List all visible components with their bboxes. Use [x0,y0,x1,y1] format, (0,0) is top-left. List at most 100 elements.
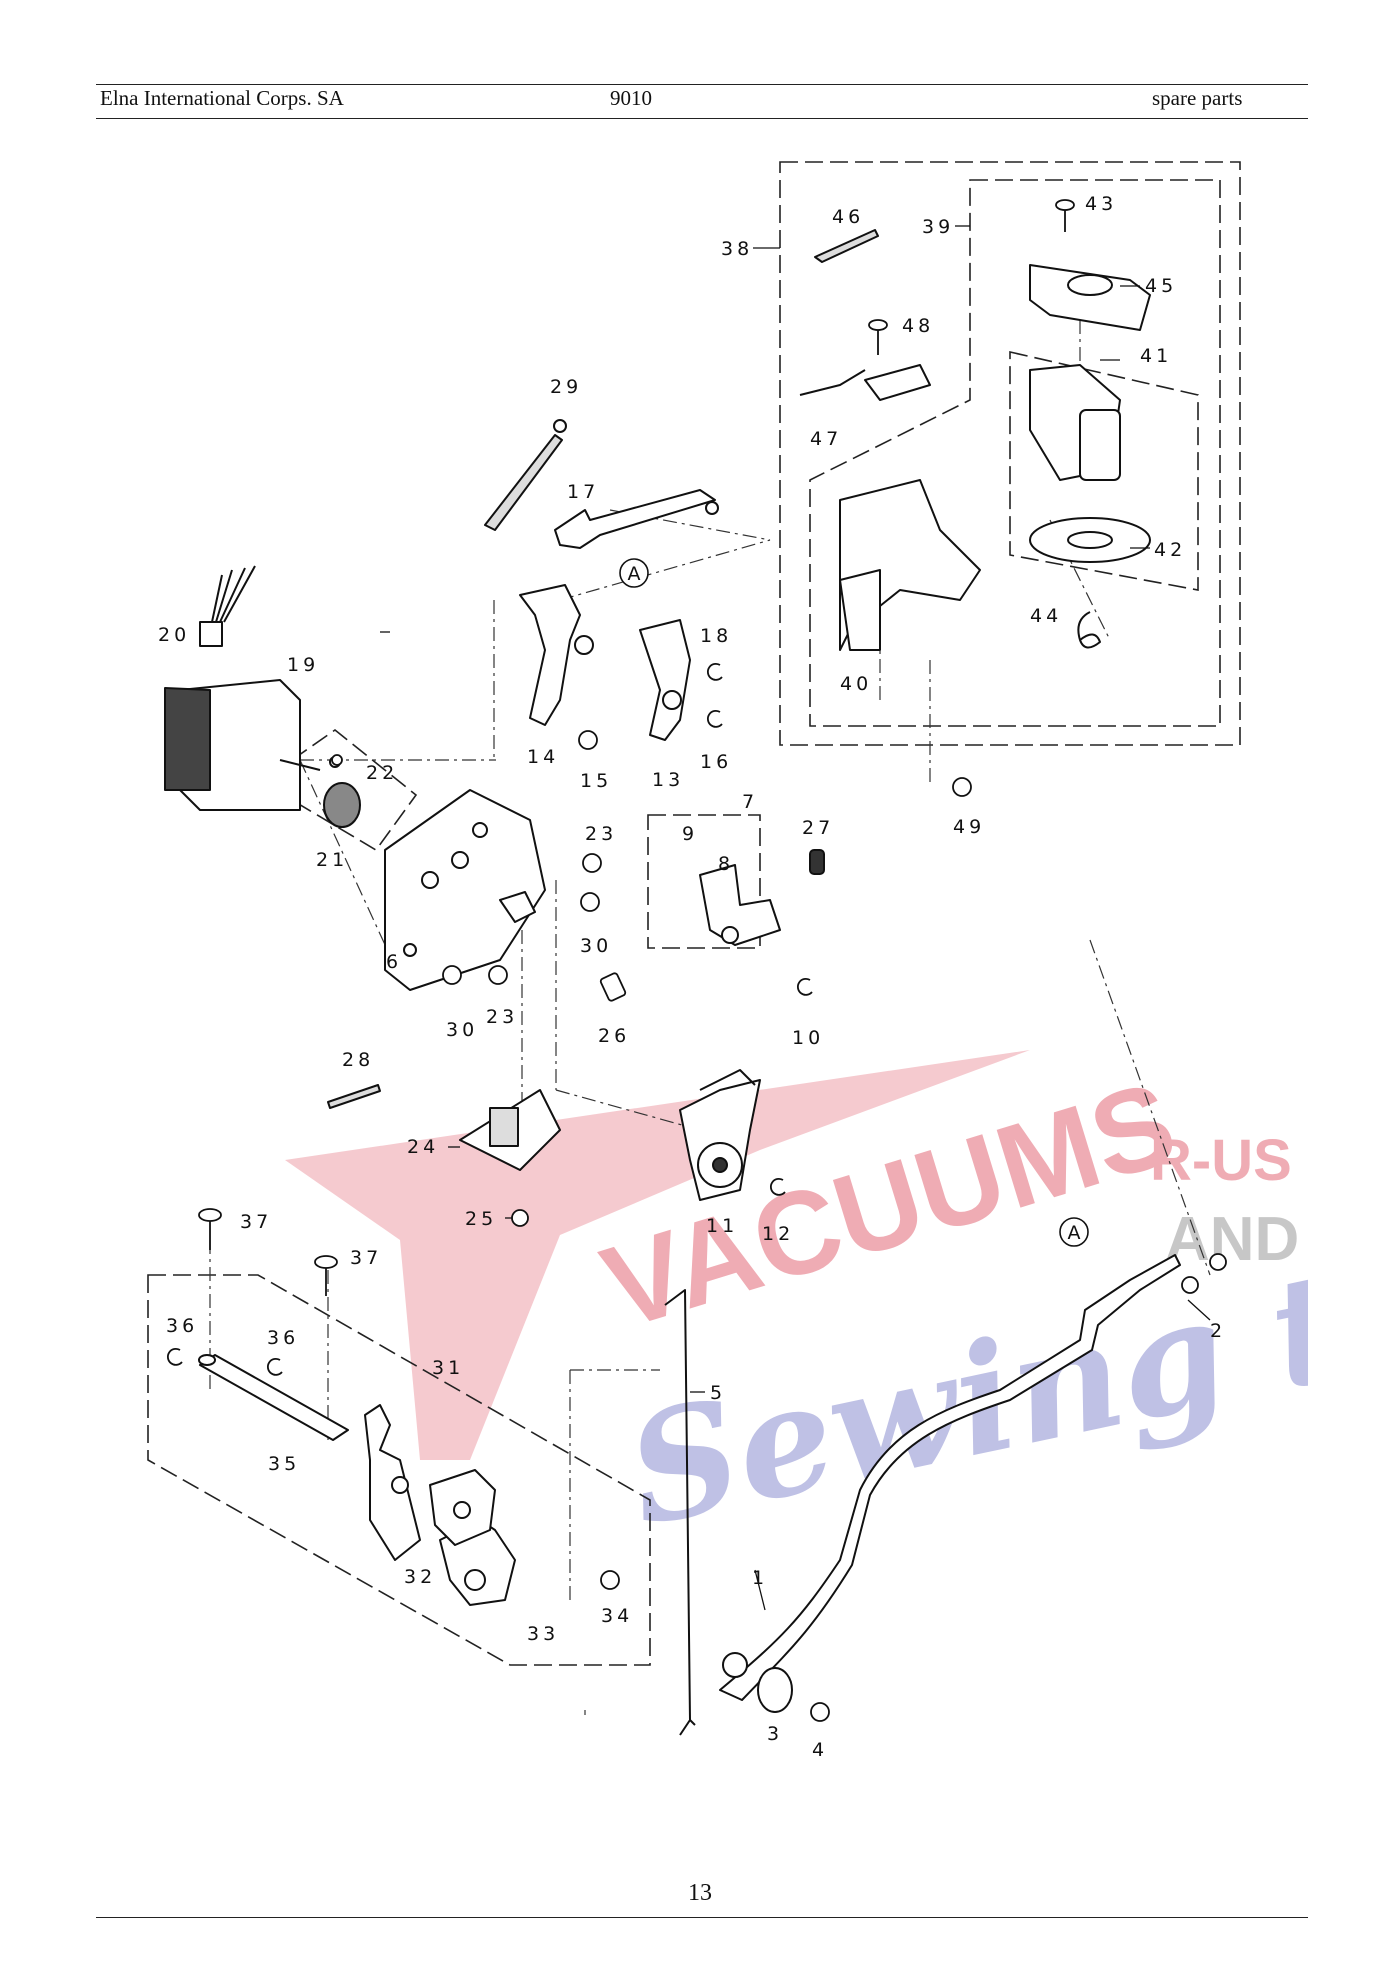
holder-41 [1029,364,1121,481]
part-label-37a: 37 [240,1211,272,1233]
svg-text:A: A [628,563,641,585]
header-bottom-rule [96,118,1308,119]
nut-26 [599,972,627,1002]
part-label-47: 47 [810,428,842,450]
part-label-37b: 37 [350,1247,382,1269]
group-39-box [809,179,1221,727]
part-label-7: 7 [742,791,758,813]
e-ring-12 [770,1177,786,1196]
rod-5 [664,1289,696,1736]
screws [198,199,1227,1722]
part-label-23a: 23 [585,823,617,845]
part-label-5: 5 [710,1382,726,1404]
part-label-41: 41 [1140,345,1172,367]
screw-37b [314,1255,338,1296]
plate-32 [364,1404,421,1561]
callout-a-bottom: A [1059,1217,1089,1247]
part-label-26: 26 [598,1025,630,1047]
part-label-34: 34 [601,1605,633,1627]
part-label-3: 3 [767,1723,783,1745]
header-top-rule [96,84,1308,85]
part-label-40: 40 [840,673,872,695]
part-label-35: 35 [268,1453,300,1475]
part-label-45: 45 [1145,275,1177,297]
group-boundaries [147,161,1241,1666]
screw-4 [810,1702,830,1722]
screw-22 [331,754,343,766]
screw-34 [600,1570,620,1590]
screw-15 [578,730,598,750]
motor-bracket-6 [384,789,546,991]
header-section: spare parts [1152,86,1243,110]
part-labels: 1 2 3 4 5 6 7 8 9 10 11 12 13 14 15 16 1… [158,193,1226,1761]
e-ring-36b [267,1357,283,1376]
watermark-r-us: R-US [1150,1128,1292,1193]
page-number: 13 [688,1880,712,1906]
screw-48 [868,319,888,355]
screw-43 [1055,199,1075,232]
part-label-10: 10 [792,1027,824,1049]
shaft-35 [198,1354,349,1441]
part-label-31: 31 [432,1357,464,1379]
part-label-20: 20 [158,624,190,646]
screw-2a [1181,1276,1199,1294]
cable-tie-29 [484,419,567,531]
part-label-8: 8 [718,853,734,875]
part-label-25: 25 [465,1208,497,1230]
part-label-1: 1 [752,1567,768,1589]
watermark-and: AND [1165,1205,1299,1274]
part-label-18: 18 [700,625,732,647]
leader-lines [380,225,1211,1611]
header-model: 9010 [610,86,652,110]
part-label-48: 48 [902,315,934,337]
spring-44 [1077,611,1101,649]
part-label-43: 43 [1085,193,1117,215]
stepper-motor-19 [164,679,321,811]
plate-40 [839,479,981,651]
part-label-32: 32 [404,1566,436,1588]
screw-49 [952,777,972,797]
washer-3 [757,1667,793,1713]
group-41-box [1009,350,1199,591]
cable-tie-46 [814,229,879,263]
part-label-42: 42 [1154,539,1186,561]
part-label-14: 14 [527,746,559,768]
part-label-29: 29 [550,376,582,398]
screw-37a [198,1208,222,1250]
screw-2b [1209,1253,1227,1271]
part-label-16: 16 [700,751,732,773]
cam-11 [679,1069,761,1201]
part-label-49: 49 [953,816,985,838]
e-rings [167,662,813,1376]
part-label-11: 11 [706,1215,738,1237]
lever-13 [639,619,691,741]
part-label-30a: 30 [580,935,612,957]
part-label-33: 33 [527,1623,559,1645]
screw-30-bottom [442,965,462,985]
part-label-22: 22 [366,762,398,784]
part-label-2: 2 [1210,1320,1226,1342]
lever-14 [519,584,594,726]
e-ring-16 [707,709,723,728]
e-ring-36a [167,1347,183,1366]
part-label-44: 44 [1030,605,1062,627]
micro-switch-47 [799,364,931,401]
screw-25 [511,1209,529,1227]
part-label-30b: 30 [446,1019,478,1041]
part-label-4: 4 [812,1739,828,1761]
washer-42 [1029,517,1151,563]
part-label-36a: 36 [166,1315,198,1337]
part-label-9: 9 [682,823,698,845]
cover-45 [1029,264,1151,331]
watermark-red-swoosh [285,1050,1030,1460]
part-label-28: 28 [342,1049,374,1071]
e-ring-18 [707,662,723,681]
part-label-13: 13 [652,769,684,791]
sensor-board-24 [459,1089,561,1171]
group-38-box [779,161,1241,746]
e-ring-10 [797,977,813,996]
part-label-46: 46 [832,206,864,228]
motor-connector-20 [199,565,256,647]
header-company: Elna International Corps. SA [100,86,344,110]
part-label-24: 24 [407,1136,439,1158]
